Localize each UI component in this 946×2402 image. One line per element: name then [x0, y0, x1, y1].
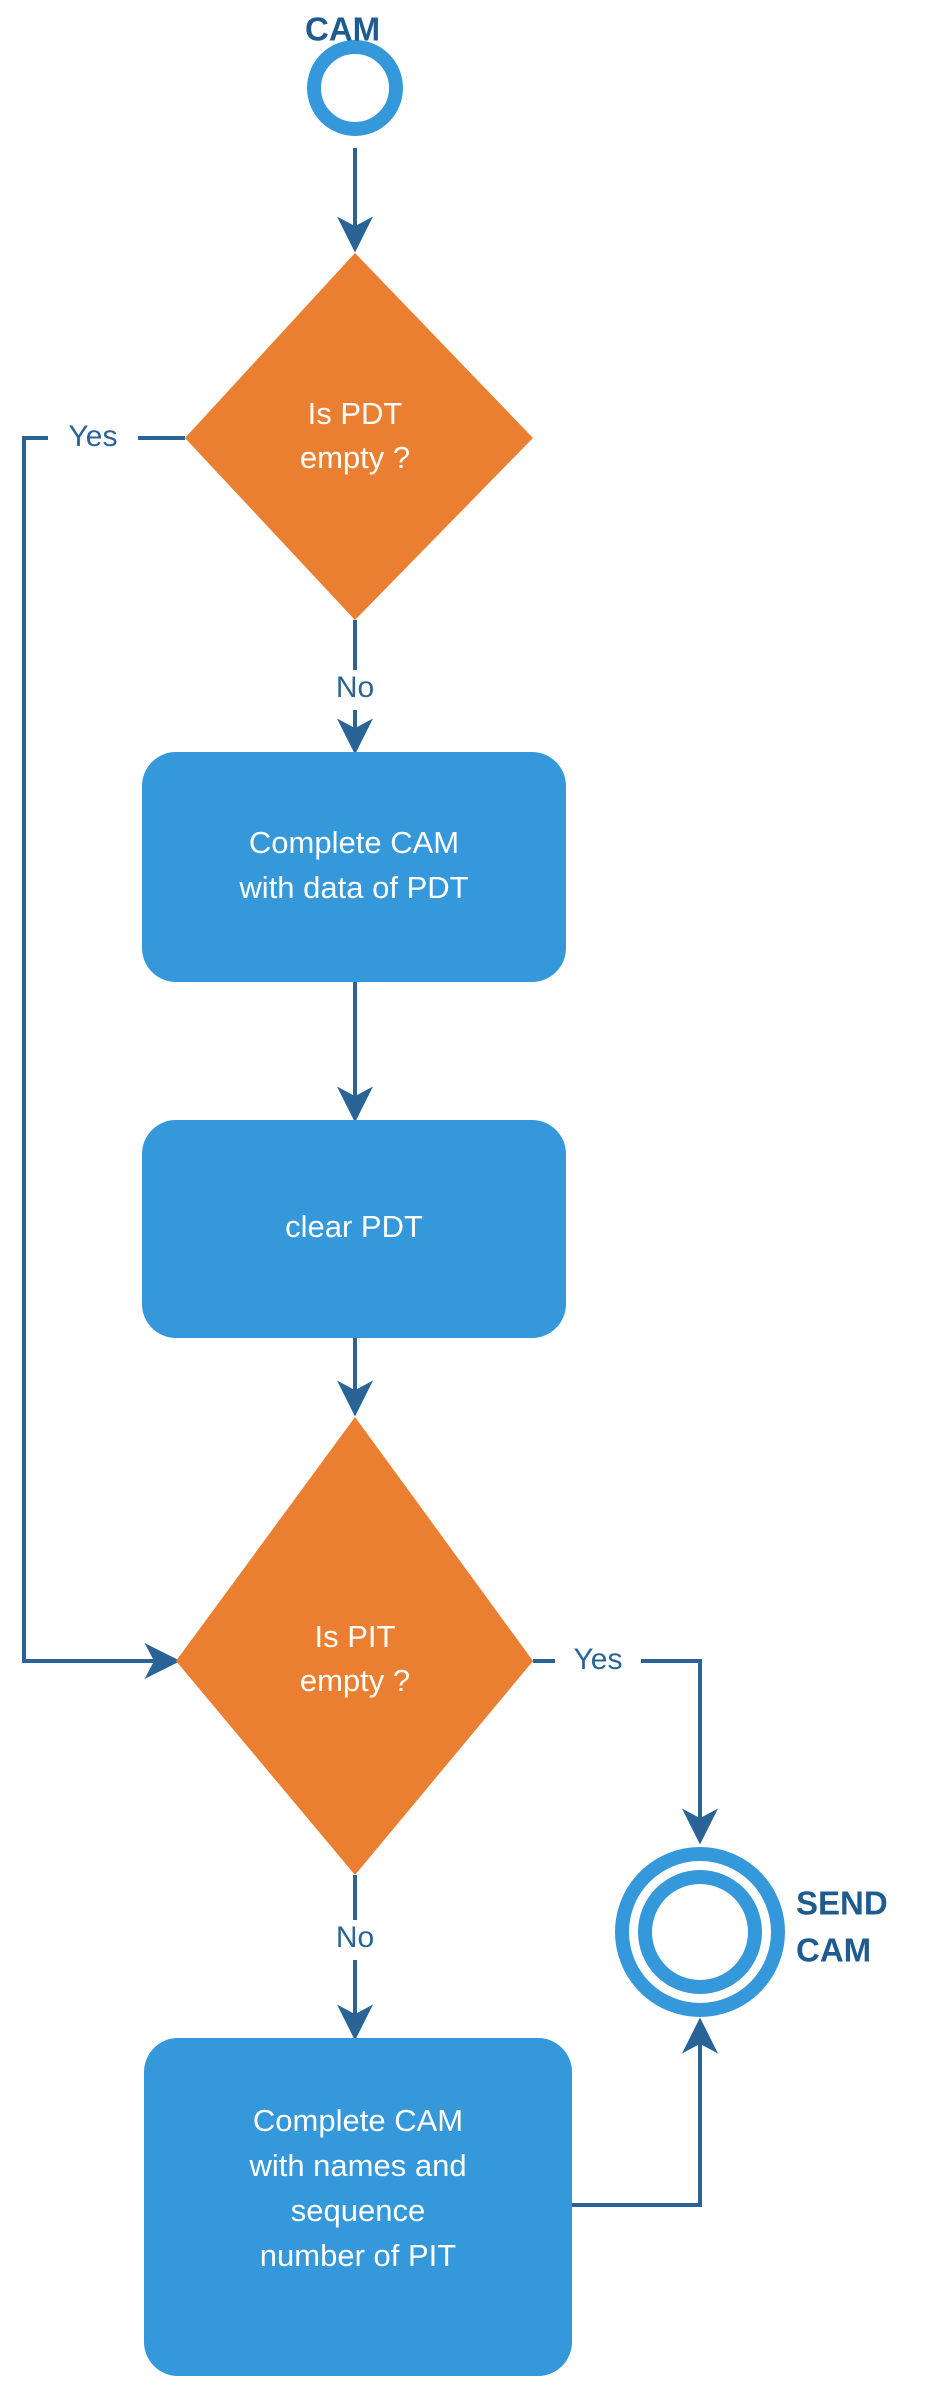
start-event-circle	[307, 40, 403, 136]
decision-pit-diamond	[176, 1417, 533, 1875]
complete-pdt-line1: Complete CAM	[249, 825, 459, 860]
node-end-send-cam[interactable]	[615, 1847, 785, 2017]
decision-pdt-line2: empty ?	[300, 440, 410, 475]
complete-pdt-line2: with data of PDT	[238, 870, 468, 905]
edge-complete-pit-to-end	[572, 2017, 718, 2207]
node-decision-pdt[interactable]: Is PDT empty ?	[185, 253, 533, 620]
complete-pit-line3: sequence	[291, 2193, 425, 2228]
complete-pit-box	[144, 2038, 572, 2376]
complete-pdt-box	[142, 752, 566, 982]
clear-pdt-line1: clear PDT	[285, 1209, 423, 1244]
complete-pit-line4: number of PIT	[260, 2238, 456, 2273]
edge-label-pit-no: No	[336, 1921, 374, 1954]
complete-pit-line2: with names and	[248, 2148, 466, 2183]
node-process-complete-pdt[interactable]: Complete CAM with data of PDT	[142, 752, 566, 982]
decision-pit-line1: Is PIT	[315, 1619, 396, 1654]
edge-label-pit-yes: Yes	[574, 1643, 623, 1676]
edge-label-pdt-no: No	[336, 671, 374, 704]
label-bg-pit-yes	[555, 1642, 641, 1682]
end-event-outer-circle	[615, 1847, 785, 2017]
decision-pdt-diamond	[185, 253, 533, 620]
node-decision-pit[interactable]: Is PIT empty ?	[176, 1417, 533, 1875]
node-process-clear-pdt[interactable]: clear PDT	[142, 1120, 566, 1338]
node-process-complete-pit[interactable]: Complete CAM with names and sequence num…	[144, 2038, 572, 2376]
edge-pdt-yes-loop	[22, 436, 185, 1679]
start-event-label: CAM	[305, 11, 380, 48]
clear-pdt-box	[142, 1120, 566, 1338]
node-start-cam[interactable]	[307, 40, 403, 136]
complete-pit-line1: Complete CAM	[253, 2103, 463, 2138]
decision-pit-line2: empty ?	[300, 1663, 410, 1698]
edge-pit-yes-to-end	[533, 1659, 718, 1845]
label-bg-pit-no	[320, 1920, 392, 1960]
end-event-inner-circle	[638, 1870, 762, 1994]
decision-pdt-line1: Is PDT	[308, 396, 403, 431]
edge-label-pdt-yes: Yes	[69, 420, 118, 453]
label-bg-pdt-no	[320, 670, 392, 710]
end-event-label-line1: SEND	[796, 1885, 888, 1922]
label-bg-pdt-yes	[48, 419, 138, 459]
end-event-label-line2: CAM	[796, 1932, 871, 1969]
